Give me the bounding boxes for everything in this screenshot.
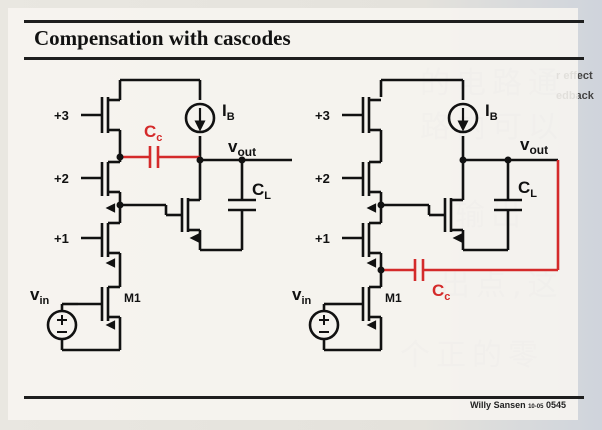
right-ib-label: IB — [485, 101, 498, 123]
left-vin-label: vin — [30, 285, 50, 307]
right-bias-low-label: +1 — [315, 231, 330, 246]
footer-date: 10-05 — [528, 404, 544, 410]
right-source-signs — [319, 315, 329, 333]
footer-author: Willy Sansen — [470, 400, 526, 410]
footer-rule — [24, 396, 584, 399]
right-m1-label: M1 — [385, 291, 402, 305]
right-vout-label: vout — [520, 135, 548, 157]
left-arrows — [105, 108, 206, 330]
left-cl-label: CL — [252, 180, 271, 202]
left-junction-dots — [116, 153, 246, 209]
left-vout-label: vout — [228, 137, 256, 159]
slide-footer: Willy Sansen 10-05 0545 — [470, 400, 566, 410]
left-bias-low-label: +1 — [54, 231, 69, 246]
right-compensation-capacitor — [381, 160, 560, 281]
left-ib-label: IB — [222, 101, 235, 123]
right-bias-mid-label: +2 — [315, 171, 330, 186]
right-cc-label: Cc — [432, 281, 450, 303]
title-rule-top — [24, 20, 584, 23]
right-circuit — [308, 78, 558, 352]
title-rule-bottom — [24, 57, 584, 60]
slide — [8, 8, 578, 420]
right-arrows — [366, 108, 469, 330]
slide-title: Compensation with cascodes — [34, 26, 291, 50]
left-cc-label: Cc — [144, 122, 162, 144]
left-source-signs — [57, 315, 67, 333]
left-m1-label: M1 — [124, 291, 141, 305]
left-bias-top-label: +3 — [54, 108, 69, 123]
left-circuit — [46, 78, 292, 352]
right-vin-label: vin — [292, 285, 312, 307]
right-cl-label: CL — [518, 178, 537, 200]
left-compensation-capacitor — [120, 146, 200, 168]
footer-page: 0545 — [545, 400, 566, 410]
right-bias-top-label: +3 — [315, 108, 330, 123]
left-bias-mid-label: +2 — [54, 171, 69, 186]
right-junction-dots — [377, 156, 512, 274]
